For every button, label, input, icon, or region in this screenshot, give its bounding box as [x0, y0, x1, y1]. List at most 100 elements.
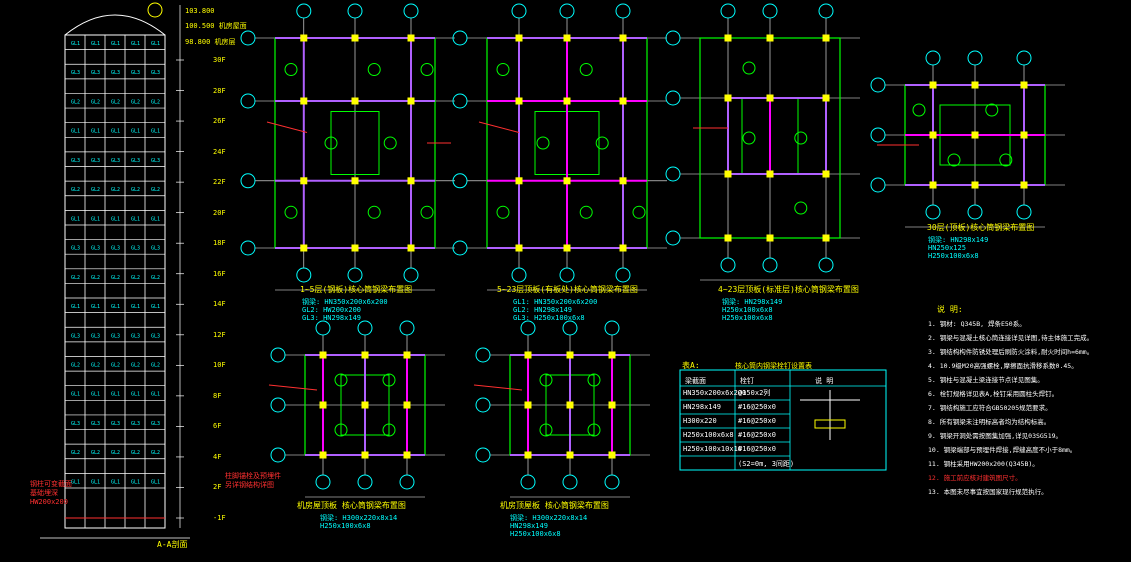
grid-bubble: [604, 474, 620, 490]
section-roof: [64, 14, 166, 36]
detail-tag: [579, 63, 593, 76]
steel-column: [524, 401, 532, 409]
leader-line: [266, 121, 308, 133]
detail-tag: [420, 205, 434, 219]
note-item: 4. 10.9级M20高强螺栓,摩擦面抗滑移系数0.45。: [928, 362, 1078, 370]
table-cell: HN350x200x6x200: [683, 389, 747, 397]
beam-tag: GL1: [91, 392, 100, 398]
beam-tag: GL2: [71, 450, 80, 456]
beam-tag: GL2: [151, 187, 160, 193]
steel-column: [351, 244, 359, 252]
table-cell: H250x100x6x8: [683, 431, 734, 439]
beam-tag: GL3: [151, 246, 160, 252]
steel-column: [971, 131, 979, 139]
beam-tag: GL1: [111, 479, 120, 485]
beam-tag: GL1: [131, 41, 140, 47]
steel-column: [563, 244, 571, 252]
beam-tag: GL1: [151, 216, 160, 222]
steel-column: [929, 81, 937, 89]
grid-bubble: [559, 267, 575, 283]
beam-tag: GL2: [71, 187, 80, 193]
grid-bubble: [511, 3, 527, 19]
steel-column: [403, 451, 411, 459]
steel-column: [929, 131, 937, 139]
steel-column: [351, 177, 359, 185]
detail-tag: [794, 131, 808, 145]
floor-number-label: 18F: [213, 239, 226, 248]
grid-bubble: [562, 474, 578, 490]
notes-title: 说 明:: [937, 305, 963, 314]
beam-tag: GL3: [151, 333, 160, 339]
note-item: 1. 钢材: Q345B, 焊条E50系。: [928, 320, 1026, 328]
beam-tag: GL3: [111, 158, 120, 164]
beam-tag: GL1: [151, 392, 160, 398]
steel-column: [563, 97, 571, 105]
beam-tag: GL3: [111, 246, 120, 252]
grid-bubble: [357, 474, 373, 490]
grid-bubble: [399, 320, 415, 336]
detail-tag: [284, 205, 298, 219]
detail-tag: [367, 63, 381, 76]
grid-bubble: [562, 320, 578, 336]
beam-tag: GL1: [111, 216, 120, 222]
detail-tag: [324, 136, 338, 150]
steel-column: [515, 97, 523, 105]
steel-column: [619, 177, 627, 185]
plan-caption: 30层(顶板)核心筒钢梁布置图: [927, 223, 1035, 232]
floor-number-label: 26F: [213, 117, 226, 126]
beam-tag: GL1: [71, 304, 80, 310]
steel-column: [822, 234, 830, 242]
grid-bubble: [925, 204, 941, 220]
leader-line: [473, 384, 523, 391]
plan-caption: 1~5层(钢板)核心筒钢梁布置图: [300, 285, 413, 294]
detail-tag: [742, 131, 756, 145]
steel-column: [608, 401, 616, 409]
grid-bubble: [240, 240, 256, 256]
section-left-note: 钢柱可变截面 基础埋深 HW200x200: [30, 480, 72, 506]
beam-tag: GL3: [91, 333, 100, 339]
steel-column: [724, 234, 732, 242]
grid-bubble: [604, 320, 620, 336]
steel-column: [407, 97, 415, 105]
detail-tag: [382, 423, 396, 437]
grid-bubble: [270, 347, 286, 363]
grid-bubble: [347, 3, 363, 19]
grid-bubble: [475, 447, 491, 463]
grid-bubble: [967, 50, 983, 66]
steel-column: [300, 177, 308, 185]
steel-column: [619, 34, 627, 42]
beam-tag: GL1: [71, 129, 80, 135]
steel-column: [300, 97, 308, 105]
beam-tag: GL2: [111, 99, 120, 105]
floor-number-label: 24F: [213, 147, 226, 156]
detail-tag: [632, 205, 646, 219]
floor-number-label: 30F: [213, 56, 226, 64]
beam-tag: GL3: [151, 158, 160, 164]
steel-column: [319, 451, 327, 459]
steel-column: [563, 34, 571, 42]
grid-bubble: [296, 267, 312, 283]
grid-bubble: [720, 3, 736, 19]
steel-column: [971, 81, 979, 89]
detail-tag: [496, 63, 510, 76]
beam-tag: GL2: [131, 275, 140, 281]
grid-bubble: [818, 3, 834, 19]
steel-column: [407, 177, 415, 185]
beam-tag: GL2: [131, 99, 140, 105]
steel-column: [515, 177, 523, 185]
beam-tag: GL3: [71, 158, 80, 164]
beam-tag: GL3: [131, 421, 140, 427]
beam-tag: GL3: [131, 70, 140, 76]
steel-column: [361, 451, 369, 459]
detail-tag: [496, 205, 510, 219]
note-item: 10. 钢梁端部与预埋件焊接,焊缝高度不小于8mm。: [928, 446, 1077, 454]
floor-number-label: -1F: [213, 514, 226, 522]
beam-tag: GL2: [111, 450, 120, 456]
grid-bubble: [520, 320, 536, 336]
detail-tag: [742, 61, 756, 75]
table-cell: #16@250x0: [738, 417, 776, 425]
steel-column: [822, 170, 830, 178]
steel-column: [822, 94, 830, 102]
table-title: 核心筒内钢梁栓钉设置表: [735, 362, 812, 370]
